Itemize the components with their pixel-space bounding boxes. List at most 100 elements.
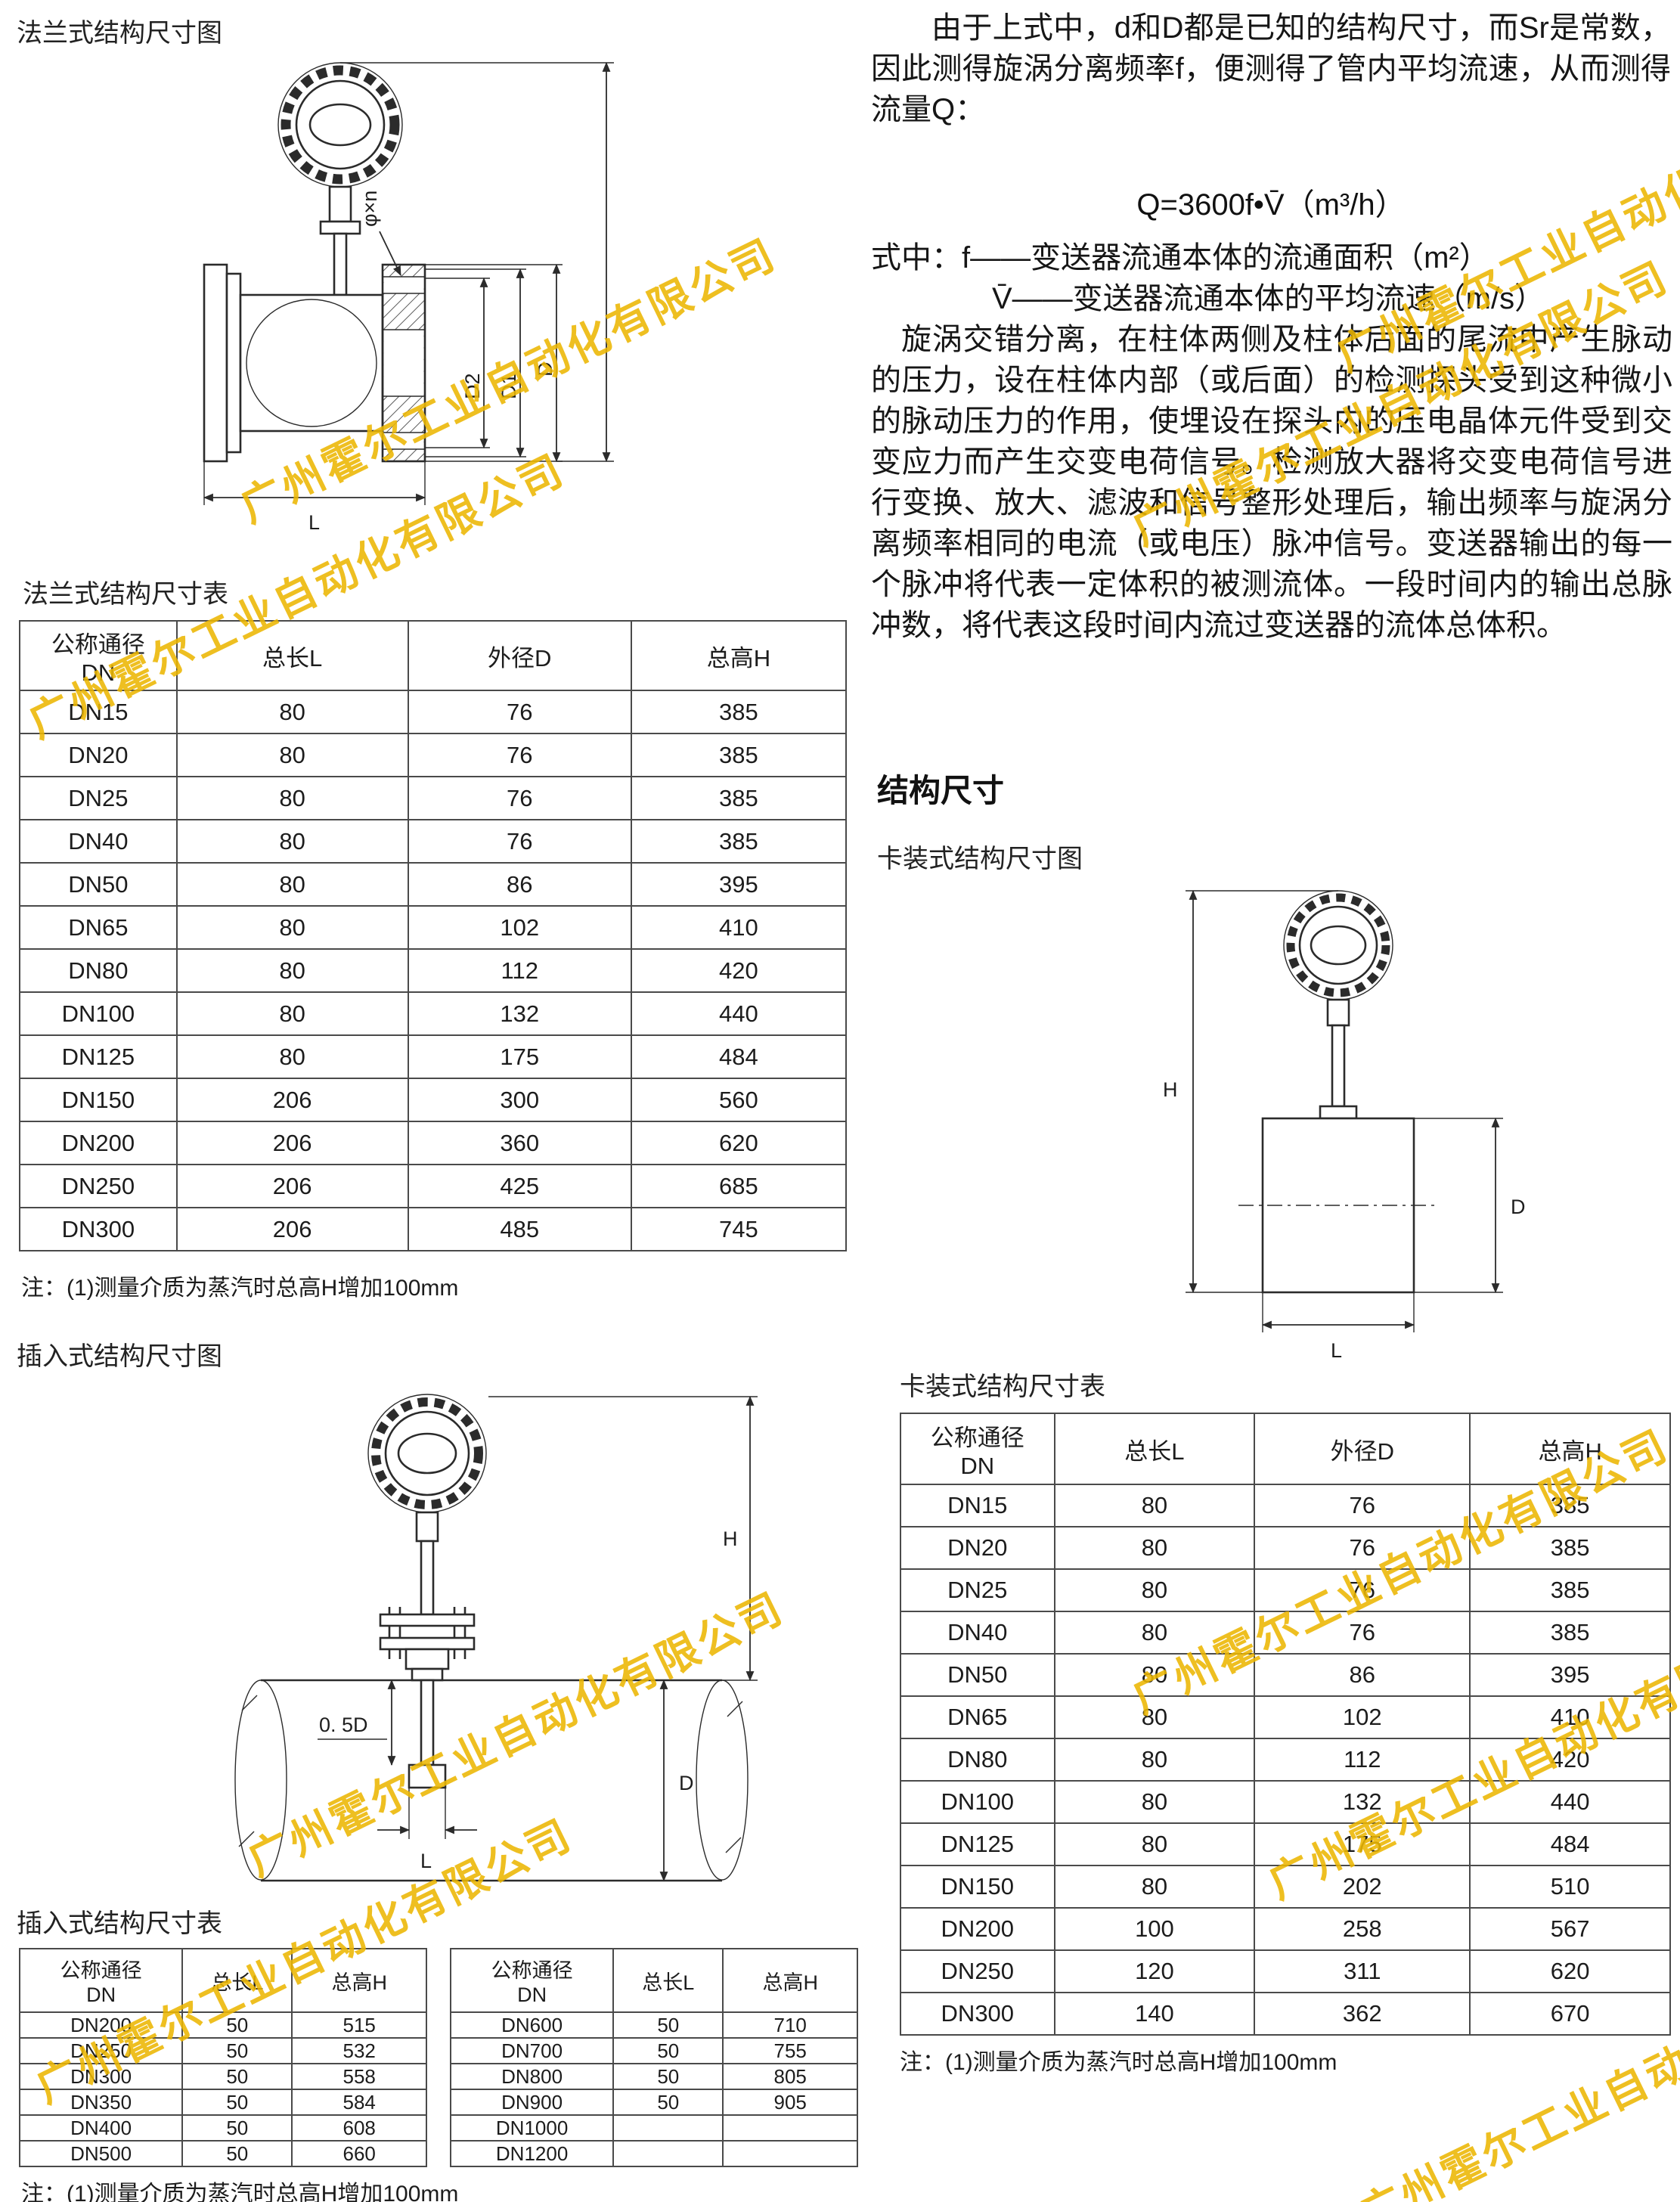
table-cell: 140 (1053, 1992, 1256, 2036)
table-cell: 76 (407, 733, 632, 777)
column-header: 总长L (175, 620, 409, 691)
table-cell: 80 (175, 1034, 409, 1079)
table-cell: 50 (612, 2011, 724, 2039)
table-cell: 112 (407, 948, 632, 993)
table-cell: 112 (1254, 1738, 1471, 1782)
table-cell: 86 (1254, 1653, 1471, 1697)
table-cell: 50 (181, 2089, 293, 2116)
table-cell: 300 (407, 1078, 632, 1122)
flange-diagram-title: 法兰式结构尺寸图 (17, 19, 222, 48)
table-cell: DN250 (19, 1164, 178, 1208)
column-header: 公称通径 DN (19, 620, 178, 691)
table-cell: 132 (407, 991, 632, 1036)
table-cell (612, 2114, 724, 2142)
transmitter-head (277, 62, 403, 188)
column-header: 公称通径 DN (900, 1413, 1055, 1485)
transmitter-head (367, 1394, 487, 1513)
flange-diagram: φ×n D2 D1 D (203, 61, 614, 534)
table-cell: 440 (630, 991, 848, 1036)
table-cell: 567 (1469, 1907, 1671, 1951)
insert-diagram-title: 插入式结构尺寸图 (17, 1342, 222, 1371)
insertion-probe (408, 1679, 447, 1789)
table-cell: DN80 (19, 948, 178, 993)
table-cell: DN40 (900, 1611, 1055, 1655)
column-header: 总长L (1053, 1413, 1256, 1485)
table-cell: 86 (407, 862, 632, 907)
table-cell: 395 (1469, 1653, 1671, 1697)
column-header: 总高H (630, 620, 848, 691)
column-header: 公称通径 DN (449, 1948, 615, 2013)
table-cell: 80 (1053, 1611, 1256, 1655)
table-cell: 50 (181, 2011, 293, 2039)
table-cell: DN20 (900, 1526, 1055, 1570)
dim-label-phi-n: φ×n (358, 191, 381, 227)
table-cell: 50 (181, 2114, 293, 2142)
table-cell: 102 (1254, 1695, 1471, 1739)
table-cell: DN50 (19, 862, 178, 907)
table-cell: 385 (630, 733, 848, 777)
table-cell: 258 (1254, 1907, 1471, 1951)
table-cell: DN150 (900, 1865, 1055, 1909)
table-cell: 584 (291, 2089, 427, 2116)
table-cell: 558 (291, 2063, 427, 2090)
transmitter-head (1283, 890, 1393, 1000)
meter-body (1238, 1117, 1438, 1294)
table-cell: 206 (175, 1164, 409, 1208)
table-cell: 50 (181, 2037, 293, 2064)
dimension-d1: D1 (425, 268, 526, 458)
dim-label-d1: D1 (497, 373, 520, 399)
table-cell: 80 (1053, 1780, 1256, 1824)
table-cell: DN900 (449, 2089, 615, 2116)
dim-label-l: L (1331, 1339, 1342, 1362)
table-cell: DN400 (18, 2114, 184, 2142)
dim-label-l: L (308, 511, 320, 534)
table-cell: 76 (407, 690, 632, 734)
table-cell: 50 (181, 2140, 293, 2167)
table-cell: 80 (175, 819, 409, 864)
mounting-flange (379, 1607, 476, 1682)
table-cell: 175 (1254, 1822, 1471, 1866)
table-cell: 515 (291, 2011, 427, 2039)
table-cell: 132 (1254, 1780, 1471, 1824)
table-cell: 206 (175, 1078, 409, 1122)
table-cell: DN15 (900, 1484, 1055, 1527)
table-cell: DN20 (19, 733, 178, 777)
column-header: 总高H (722, 1948, 858, 2013)
insertion-diagram: 0. 5D D H L (234, 1394, 758, 1882)
table-cell: 670 (1469, 1992, 1671, 2036)
table-cell: DN300 (18, 2063, 184, 2090)
table-cell: 385 (630, 819, 848, 864)
dimension-half-d: 0. 5D (318, 1679, 396, 1766)
table-cell: 50 (612, 2089, 724, 2116)
dim-label-h: H (1163, 1078, 1178, 1101)
table-cell: 385 (1469, 1568, 1671, 1612)
table-cell: 360 (407, 1121, 632, 1165)
table-cell: DN100 (19, 991, 178, 1036)
insert-table-title: 插入式结构尺寸表 (17, 1909, 222, 1938)
table-cell: 385 (1469, 1484, 1671, 1527)
table-cell: 805 (722, 2063, 858, 2090)
table-cell: 80 (1053, 1568, 1256, 1612)
formula-term-v: V̄——变送器流通本体的平均流速（m/s） (992, 282, 1545, 315)
column-header: 总高H (291, 1948, 427, 2013)
